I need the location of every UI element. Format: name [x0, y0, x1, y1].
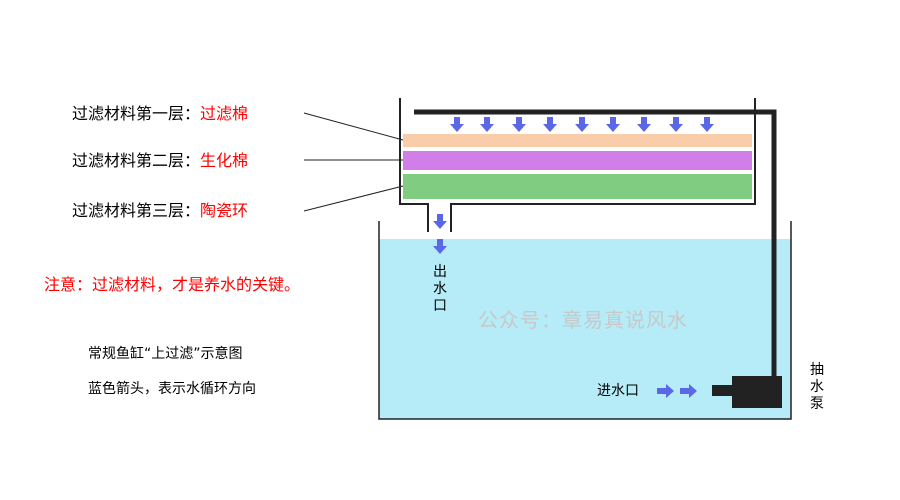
layer3-label: 过滤材料第三层：陶瓷环 [72, 201, 248, 221]
tank-outline [378, 221, 792, 420]
filter-layer-2 [403, 151, 752, 170]
down-arrow-icon [543, 117, 557, 132]
layer3-material: 陶瓷环 [200, 201, 249, 220]
down-arrows [450, 117, 714, 132]
down-arrow-icon [575, 117, 589, 132]
layer1-label: 过滤材料第一层：过滤棉 [72, 104, 248, 124]
down-arrow-icon [669, 117, 683, 132]
watermark: 公众号：章易真说风水 [478, 308, 688, 332]
layer1-prefix: 过滤材料第一层： [72, 104, 201, 123]
outlet-char: 水 [433, 281, 447, 297]
return-pipe [414, 109, 777, 380]
outlet-char: 口 [433, 298, 447, 314]
layer2-prefix: 过滤材料第二层： [72, 151, 201, 170]
note-text: 注意：过滤材料，才是养水的关键。 [44, 275, 301, 294]
pump-intake [712, 385, 734, 396]
down-arrow-icon [433, 214, 447, 229]
down-arrow-icon [450, 117, 464, 132]
pump-char: 泵 [810, 396, 824, 412]
right-arrow-icon [657, 384, 674, 398]
pump-char: 水 [810, 379, 824, 395]
caption-title: 常规鱼缸“上过滤”示意图 [88, 346, 243, 362]
down-arrow-icon [637, 117, 651, 132]
caption-legend: 蓝色箭头，表示水循环方向 [88, 381, 256, 397]
filter-box-outline [399, 98, 756, 232]
down-arrow-icon [433, 239, 447, 254]
pump-char: 抽 [810, 362, 824, 378]
leader-line-layer1 [303, 112, 404, 141]
layer2-material: 生化棉 [200, 151, 249, 170]
down-arrow-icon [512, 117, 526, 132]
outlet-arrows [433, 214, 447, 254]
right-arrow-icon [680, 384, 697, 398]
down-arrow-icon [480, 117, 494, 132]
leader-line-layer3 [303, 185, 404, 212]
layer3-prefix: 过滤材料第三层： [72, 201, 201, 220]
down-arrow-icon [700, 117, 714, 132]
layer1-material: 过滤棉 [200, 104, 249, 123]
outlet-label: 出 水 口 [431, 264, 449, 315]
inlet-arrows [657, 384, 697, 398]
pump-label: 抽 水 泵 [808, 362, 826, 413]
down-arrow-icon [606, 117, 620, 132]
outlet-char: 出 [433, 264, 447, 280]
filter-layer-1 [403, 134, 752, 147]
filter-layer-3 [403, 174, 752, 199]
layer2-label: 过滤材料第二层：生化棉 [72, 151, 248, 171]
inlet-label: 进水口 [597, 383, 639, 399]
pump-body [732, 376, 782, 408]
